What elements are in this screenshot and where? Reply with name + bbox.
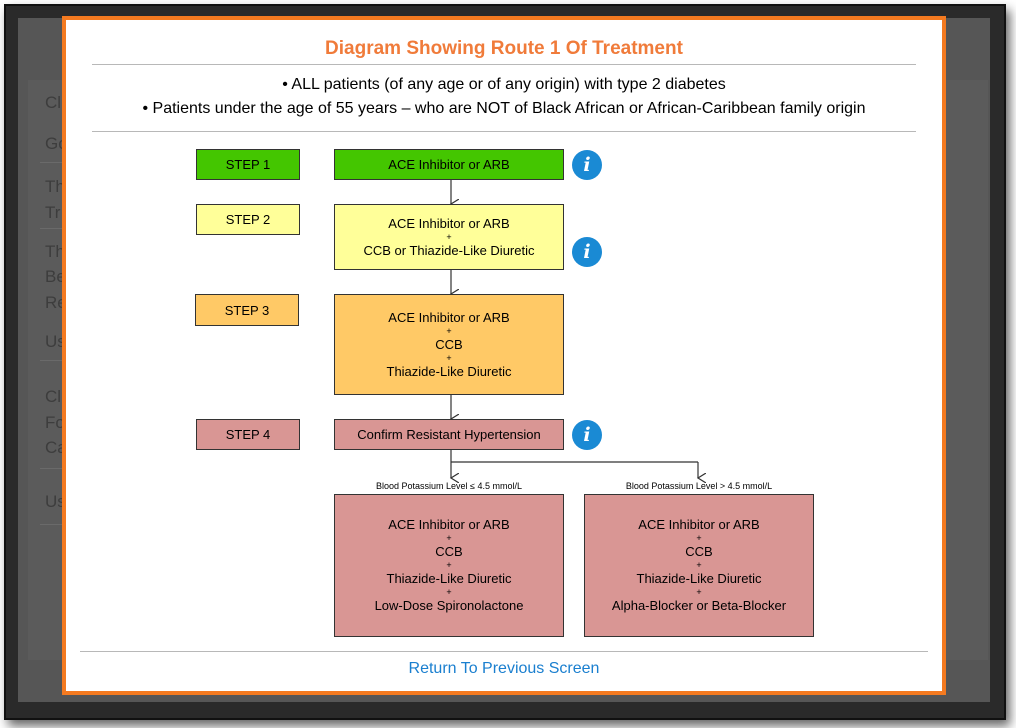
step4-label: STEP 4 (196, 419, 300, 450)
step1-info-icon[interactable]: i (572, 150, 602, 180)
plus-sign: + (696, 533, 702, 543)
step1-box: ACE Inhibitor or ARB (334, 149, 564, 180)
plus-sign: + (446, 560, 452, 570)
step2-line-1: ACE Inhibitor or ARB (388, 215, 510, 231)
return-to-previous-screen-link[interactable]: Return To Previous Screen (408, 660, 600, 677)
branch-left-box: ACE Inhibitor or ARB + CCB + Thiazide-Li… (334, 494, 564, 637)
footer-divider (80, 651, 928, 652)
step3-line-2: CCB (435, 336, 463, 352)
branch-left-line-4: Low-Dose Spironolactone (374, 598, 524, 613)
plus-sign: + (446, 352, 452, 363)
step1-label: STEP 1 (196, 149, 300, 180)
background-text-fragment: Cl (45, 93, 62, 112)
background-text-fragment: Be (45, 267, 66, 286)
branch-left-line-2: CCB (435, 544, 463, 559)
step3-line-3: Thiazide-Like Diuretic (386, 363, 512, 379)
background-text-fragment: Tr (45, 203, 61, 222)
criteria-line-1: • ALL patients (of any age or of any ori… (282, 76, 726, 93)
step1-line-1: ACE Inhibitor or ARB (388, 156, 510, 172)
step2-box: ACE Inhibitor or ARB + CCB or Thiazide-L… (334, 204, 564, 270)
plus-sign: + (696, 587, 702, 597)
step2-info-icon[interactable]: i (572, 237, 602, 267)
branch-left-line-1: ACE Inhibitor or ARB (388, 517, 510, 532)
criteria-divider (92, 131, 916, 132)
background-text-fragment: Re (45, 293, 67, 312)
branch-left-line-3: Thiazide-Like Diuretic (386, 571, 512, 586)
step4-box: Confirm Resistant Hypertension (334, 419, 564, 450)
branch-right-line-2: CCB (685, 544, 713, 559)
title-divider (92, 64, 916, 65)
step2-line-2: CCB or Thiazide-Like Diuretic (363, 242, 535, 258)
branch-right-condition: Blood Potassium Level > 4.5 mmol/L (625, 481, 773, 491)
plus-sign: + (446, 587, 452, 597)
branch-right-line-3: Thiazide-Like Diuretic (636, 571, 762, 586)
step3-line-1: ACE Inhibitor or ARB (388, 309, 510, 325)
branch-left-condition: Blood Potassium Level ≤ 4.5 mmol/L (375, 481, 522, 491)
branch-right-line-4: Alpha-Blocker or Beta-Blocker (611, 598, 787, 613)
diagram-modal: Diagram Showing Route 1 Of Treatment • A… (62, 16, 946, 695)
criteria-line-2: • Patients under the age of 55 years – w… (142, 100, 866, 117)
background-text-fragment: Th (45, 177, 65, 196)
step2-label: STEP 2 (196, 204, 300, 235)
plus-sign: + (446, 231, 452, 242)
background-text-fragment: Fo (45, 413, 65, 432)
step3-label: STEP 3 (195, 294, 299, 326)
background-text-fragment: Ca (45, 438, 67, 457)
branch-right-box: ACE Inhibitor or ARB + CCB + Thiazide-Li… (584, 494, 814, 637)
step4-line-1: Confirm Resistant Hypertension (357, 426, 541, 442)
background-text-fragment: Us (45, 332, 66, 351)
modal-title: Diagram Showing Route 1 Of Treatment (325, 38, 683, 59)
step4-info-icon[interactable]: i (572, 420, 602, 450)
flow-connectors (66, 180, 942, 660)
background-text-fragment: Th (45, 242, 65, 261)
plus-sign: + (696, 560, 702, 570)
branch-right-line-1: ACE Inhibitor or ARB (638, 517, 760, 532)
plus-sign: + (446, 533, 452, 543)
plus-sign: + (446, 325, 452, 336)
step3-box: ACE Inhibitor or ARB + CCB + Thiazide-Li… (334, 294, 564, 395)
background-text-fragment: Us (45, 492, 66, 511)
background-text-fragment: Cl (45, 387, 62, 406)
